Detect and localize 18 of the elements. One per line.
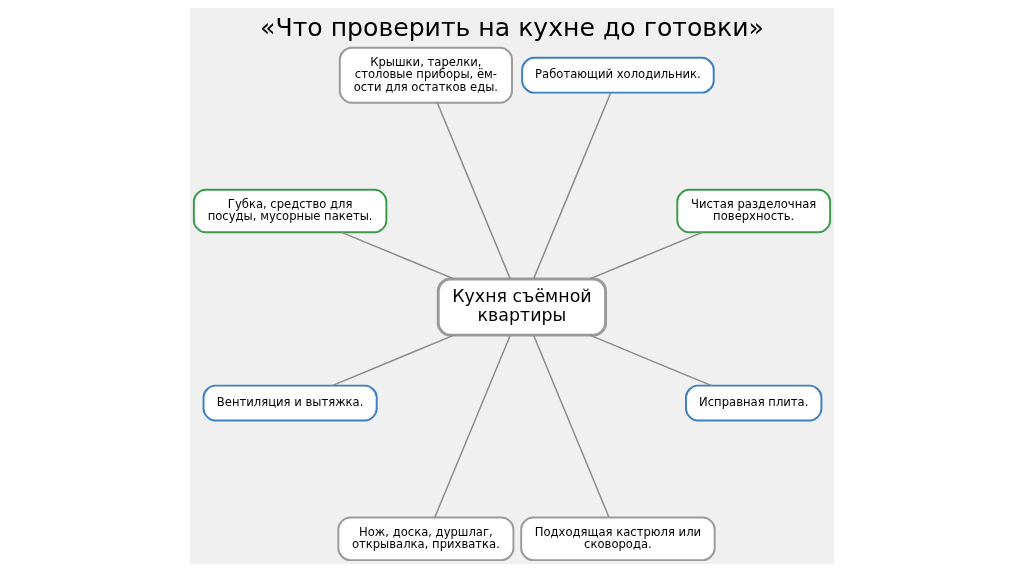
connector xyxy=(331,334,455,387)
node-box: Вентиляция и вытяжка. xyxy=(202,384,378,422)
connector xyxy=(589,231,704,280)
node-box: Губка, средство для посуды, мусорные пакеты. xyxy=(192,188,388,234)
node-box: Кухня съёмной квартиры xyxy=(436,277,608,337)
connector xyxy=(436,102,511,280)
node-box: Подходящая кастрюля или сковорода. xyxy=(520,516,716,562)
node-box: Крышки, тарелки, столовые приборы, ём-ости для остатков еды. xyxy=(338,46,513,104)
node-box: Чистая разделочная поверхность. xyxy=(676,188,832,234)
node-box: Исправная плита. xyxy=(685,384,823,422)
node-box: Работающий холодильник. xyxy=(521,56,715,94)
diagram-title: «Что проверить на кухне до готовки» xyxy=(260,12,764,42)
connector xyxy=(434,334,511,519)
connector xyxy=(589,334,713,387)
node-box: Нож, доска, дуршлаг, открывалка, прихватка. xyxy=(337,516,515,562)
connector xyxy=(532,92,612,280)
connector xyxy=(532,334,610,519)
connector xyxy=(340,231,455,280)
